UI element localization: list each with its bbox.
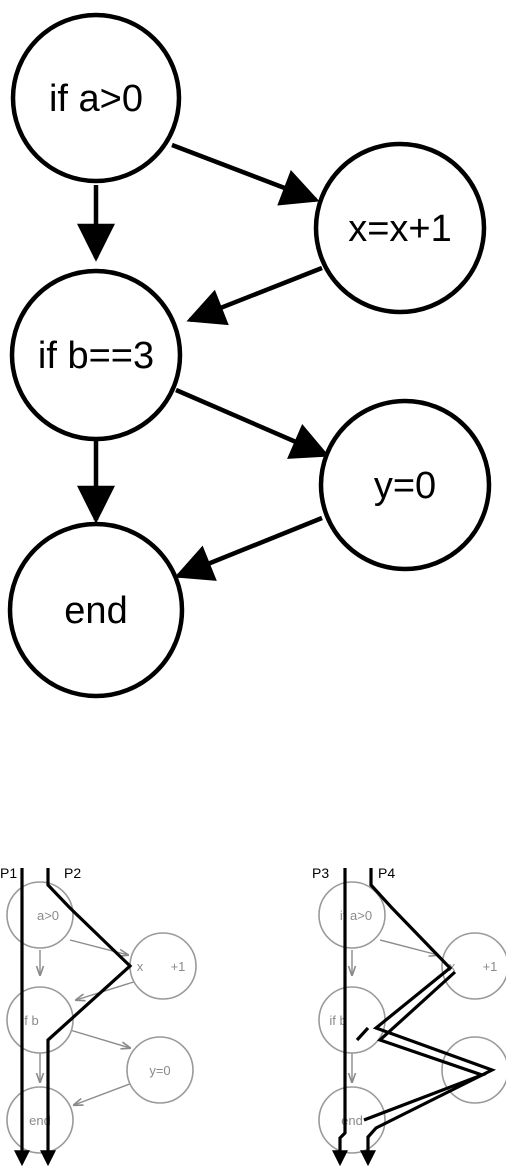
mini-right-node-y-zero	[441, 1036, 506, 1104]
mini-graph-right: if a>0 x +1 if b end P3 P4	[312, 865, 506, 1167]
mini-left-node-x-inc-label-a: x	[137, 959, 144, 974]
node-x-inc-label: x=x+1	[348, 208, 452, 250]
node-y-zero: y=0	[318, 398, 492, 572]
path-p1-label: P1	[0, 865, 17, 881]
path-p2	[40, 868, 133, 1167]
mini-left-node-end: end	[6, 1086, 74, 1154]
path-p3-branch	[355, 1026, 370, 1042]
edge-if-b-to-y-zero	[175, 387, 330, 459]
mini-left-edge-2	[69, 939, 128, 955]
mini-left-node-x-inc-label-b: +1	[171, 959, 186, 974]
node-y-zero-label: y=0	[374, 465, 436, 507]
node-x-inc: x=x+1	[313, 141, 487, 315]
node-end: end	[7, 521, 185, 699]
mini-left-node-if-b-label: if b	[21, 1013, 38, 1028]
main-graph: if a>0 x=x+1 if b==3 y=0 end	[7, 12, 492, 699]
mini-right-node-x-inc-label-a: x	[449, 959, 456, 974]
mini-right-node-if-b-label: if b	[329, 1013, 346, 1028]
node-if-b-label: if b==3	[38, 335, 154, 377]
mini-right-node-if-a-label: if a>0	[340, 908, 372, 923]
mini-graph-left: a>0 x +1 if b y=0 end P1 P2	[0, 865, 197, 1167]
mini-right-node-x-inc: x +1	[441, 932, 506, 1000]
edge-if-a-to-x-inc	[171, 142, 320, 206]
path-p2-label: P2	[64, 865, 81, 881]
node-end-label: end	[64, 590, 127, 632]
mini-left-node-if-b: if b	[6, 986, 74, 1054]
mini-left-node-x-inc: x +1	[129, 932, 197, 1000]
mini-left-edge-4	[69, 1029, 130, 1048]
edge-x-inc-to-if-b	[186, 265, 323, 326]
node-if-a-label: if a>0	[49, 78, 143, 120]
mini-left-node-if-a-label: a>0	[37, 908, 59, 923]
mini-left-edge-3	[76, 979, 141, 1000]
path-p3-label: P3	[312, 865, 329, 881]
mini-right-node-x-inc-label-b: +1	[483, 959, 498, 974]
mini-left-edge-6	[74, 1081, 136, 1105]
mini-right-node-if-b: if b	[318, 986, 386, 1054]
edge-y-zero-to-end	[174, 515, 323, 581]
mini-left-node-end-label: end	[29, 1113, 51, 1128]
node-if-a: if a>0	[10, 12, 182, 184]
path-p3	[332, 868, 348, 1167]
mini-right-node-if-a: if a>0	[318, 881, 386, 949]
mini-left-node-y-zero-label: y=0	[149, 1063, 170, 1078]
mini-right-node-end: end	[318, 1086, 386, 1154]
node-if-b: if b==3	[9, 268, 183, 442]
path-p3-loop	[363, 970, 487, 1122]
mini-left-node-if-a: a>0	[6, 881, 74, 949]
mini-right-edge-2	[379, 939, 438, 955]
path-p4	[360, 868, 497, 1167]
path-p4-label: P4	[378, 865, 395, 881]
mini-left-node-y-zero: y=0	[126, 1036, 194, 1104]
